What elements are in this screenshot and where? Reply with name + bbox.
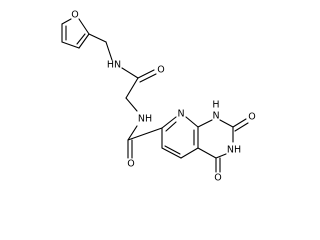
bond-c7-n8 [161, 116, 177, 129]
bond-c3-c4 [61, 41, 80, 49]
double-bond-c7-n8 [165, 121, 177, 132]
atom-o-amide2: O [127, 159, 134, 170]
molecule-canvas: O HN O NH O N H N O NH O [61, 9, 256, 184]
bond-carbonyl-o [137, 69, 155, 79]
bond-c5-o [61, 18, 72, 25]
bond-furan-ch2 [88, 33, 107, 43]
pyrimidinedione-ring [197, 118, 249, 173]
bond-c4-c4a [197, 147, 217, 159]
bond-n3-c4 [215, 153, 227, 159]
bond-c4a-c5 [180, 147, 199, 159]
bond-ch2-nh [105, 41, 113, 61]
bond-c2-o [232, 118, 247, 128]
double-bond-c2-c3 [76, 33, 86, 45]
atom-o-c2: O [248, 112, 255, 123]
double-bond-c5-c6 [164, 145, 181, 155]
structure-diagram: O HN O NH O N H N O NH O [61, 10, 256, 184]
bond-c5-c6 [161, 147, 182, 159]
atom-o-c4: O [214, 173, 221, 184]
atom-o-furan: O [71, 10, 78, 21]
bond-c2-c3 [78, 33, 90, 49]
bond-c8a-n1 [197, 119, 213, 128]
pyridine-ring [161, 116, 199, 159]
double-bond-carbonyl-o [139, 73, 157, 83]
amide-two [127, 127, 163, 159]
atom-hn-amide1: HN [107, 60, 121, 71]
atom-labels: O HN O NH O N H N O NH O [71, 10, 255, 184]
linker-chain [88, 33, 157, 141]
atom-n1: N [212, 111, 219, 122]
bond-nh-carbonyl [121, 67, 139, 79]
bond-carbonyl-ch2 [125, 77, 139, 99]
atom-o-amide1: O [157, 65, 164, 76]
bond-nh2-carbonyl2 [127, 125, 138, 141]
atom-nh-amide2: NH [138, 114, 152, 125]
bond-n8-c8a [185, 116, 199, 128]
atom-h-n1: H [212, 100, 219, 111]
furan-ring [61, 18, 90, 49]
bond-ch2-nh2 [125, 97, 138, 112]
double-bond-c2-o [234, 122, 249, 132]
atom-nh-n3: NH [227, 145, 241, 156]
bond-carbonyl2-ring [127, 127, 163, 141]
atom-n-pyridine: N [177, 109, 184, 120]
bond-o-c2 [78, 18, 90, 35]
bond-n1-c2 [219, 119, 234, 128]
